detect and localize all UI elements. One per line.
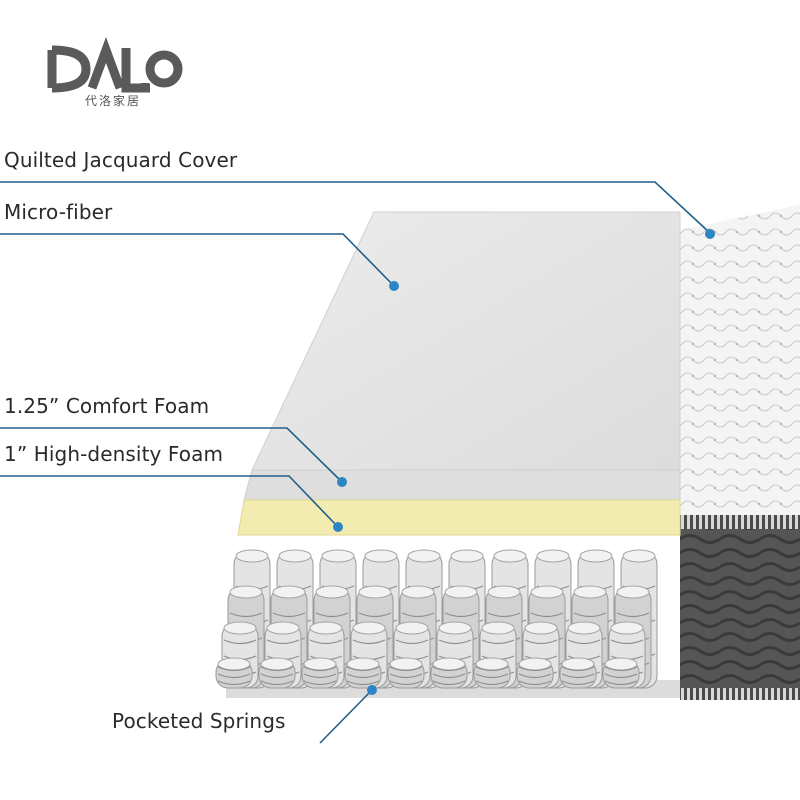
callout-dot-springs <box>367 685 377 695</box>
pocketed-spring <box>430 657 468 689</box>
callout-line-hd-foam <box>0 475 339 528</box>
microfiber-layer <box>251 211 681 471</box>
callout-dot-cover <box>705 229 715 239</box>
pocketed-spring <box>258 657 296 689</box>
comfort-foam-layer <box>243 469 681 501</box>
callout-line-springs <box>319 689 373 744</box>
pocketed-spring <box>301 657 339 689</box>
callout-line-comfort-foam <box>0 427 343 483</box>
label-pocketed-springs: Pocketed Springs <box>112 709 286 733</box>
callout-line-cover <box>0 181 711 234</box>
dalo-logo <box>47 36 183 93</box>
callout-dot-comfort-foam <box>337 477 347 487</box>
pocketed-spring <box>387 657 425 689</box>
pocketed-spring <box>516 657 554 689</box>
pocketed-spring <box>215 657 253 689</box>
pocketed-spring <box>344 657 382 689</box>
callout-dot-hd-foam <box>333 522 343 532</box>
label-high-density-foam: 1” High-density Foam <box>4 442 224 466</box>
pocketed-spring <box>602 657 640 689</box>
brand-subtitle: 代洛家居 <box>85 94 142 108</box>
label-quilted-jacquard-cover: Quilted Jacquard Cover <box>4 148 238 172</box>
callout-line-microfiber <box>0 233 395 287</box>
pocketed-springs-grid <box>215 549 658 689</box>
pocketed-spring <box>473 657 511 689</box>
pocketed-spring <box>559 657 597 689</box>
quilted-cover-panel <box>680 205 800 700</box>
label-micro-fiber: Micro-fiber <box>4 200 113 224</box>
label-comfort-foam: 1.25” Comfort Foam <box>4 394 210 418</box>
high-density-foam-layer <box>237 499 681 536</box>
callout-dot-microfiber <box>389 281 399 291</box>
